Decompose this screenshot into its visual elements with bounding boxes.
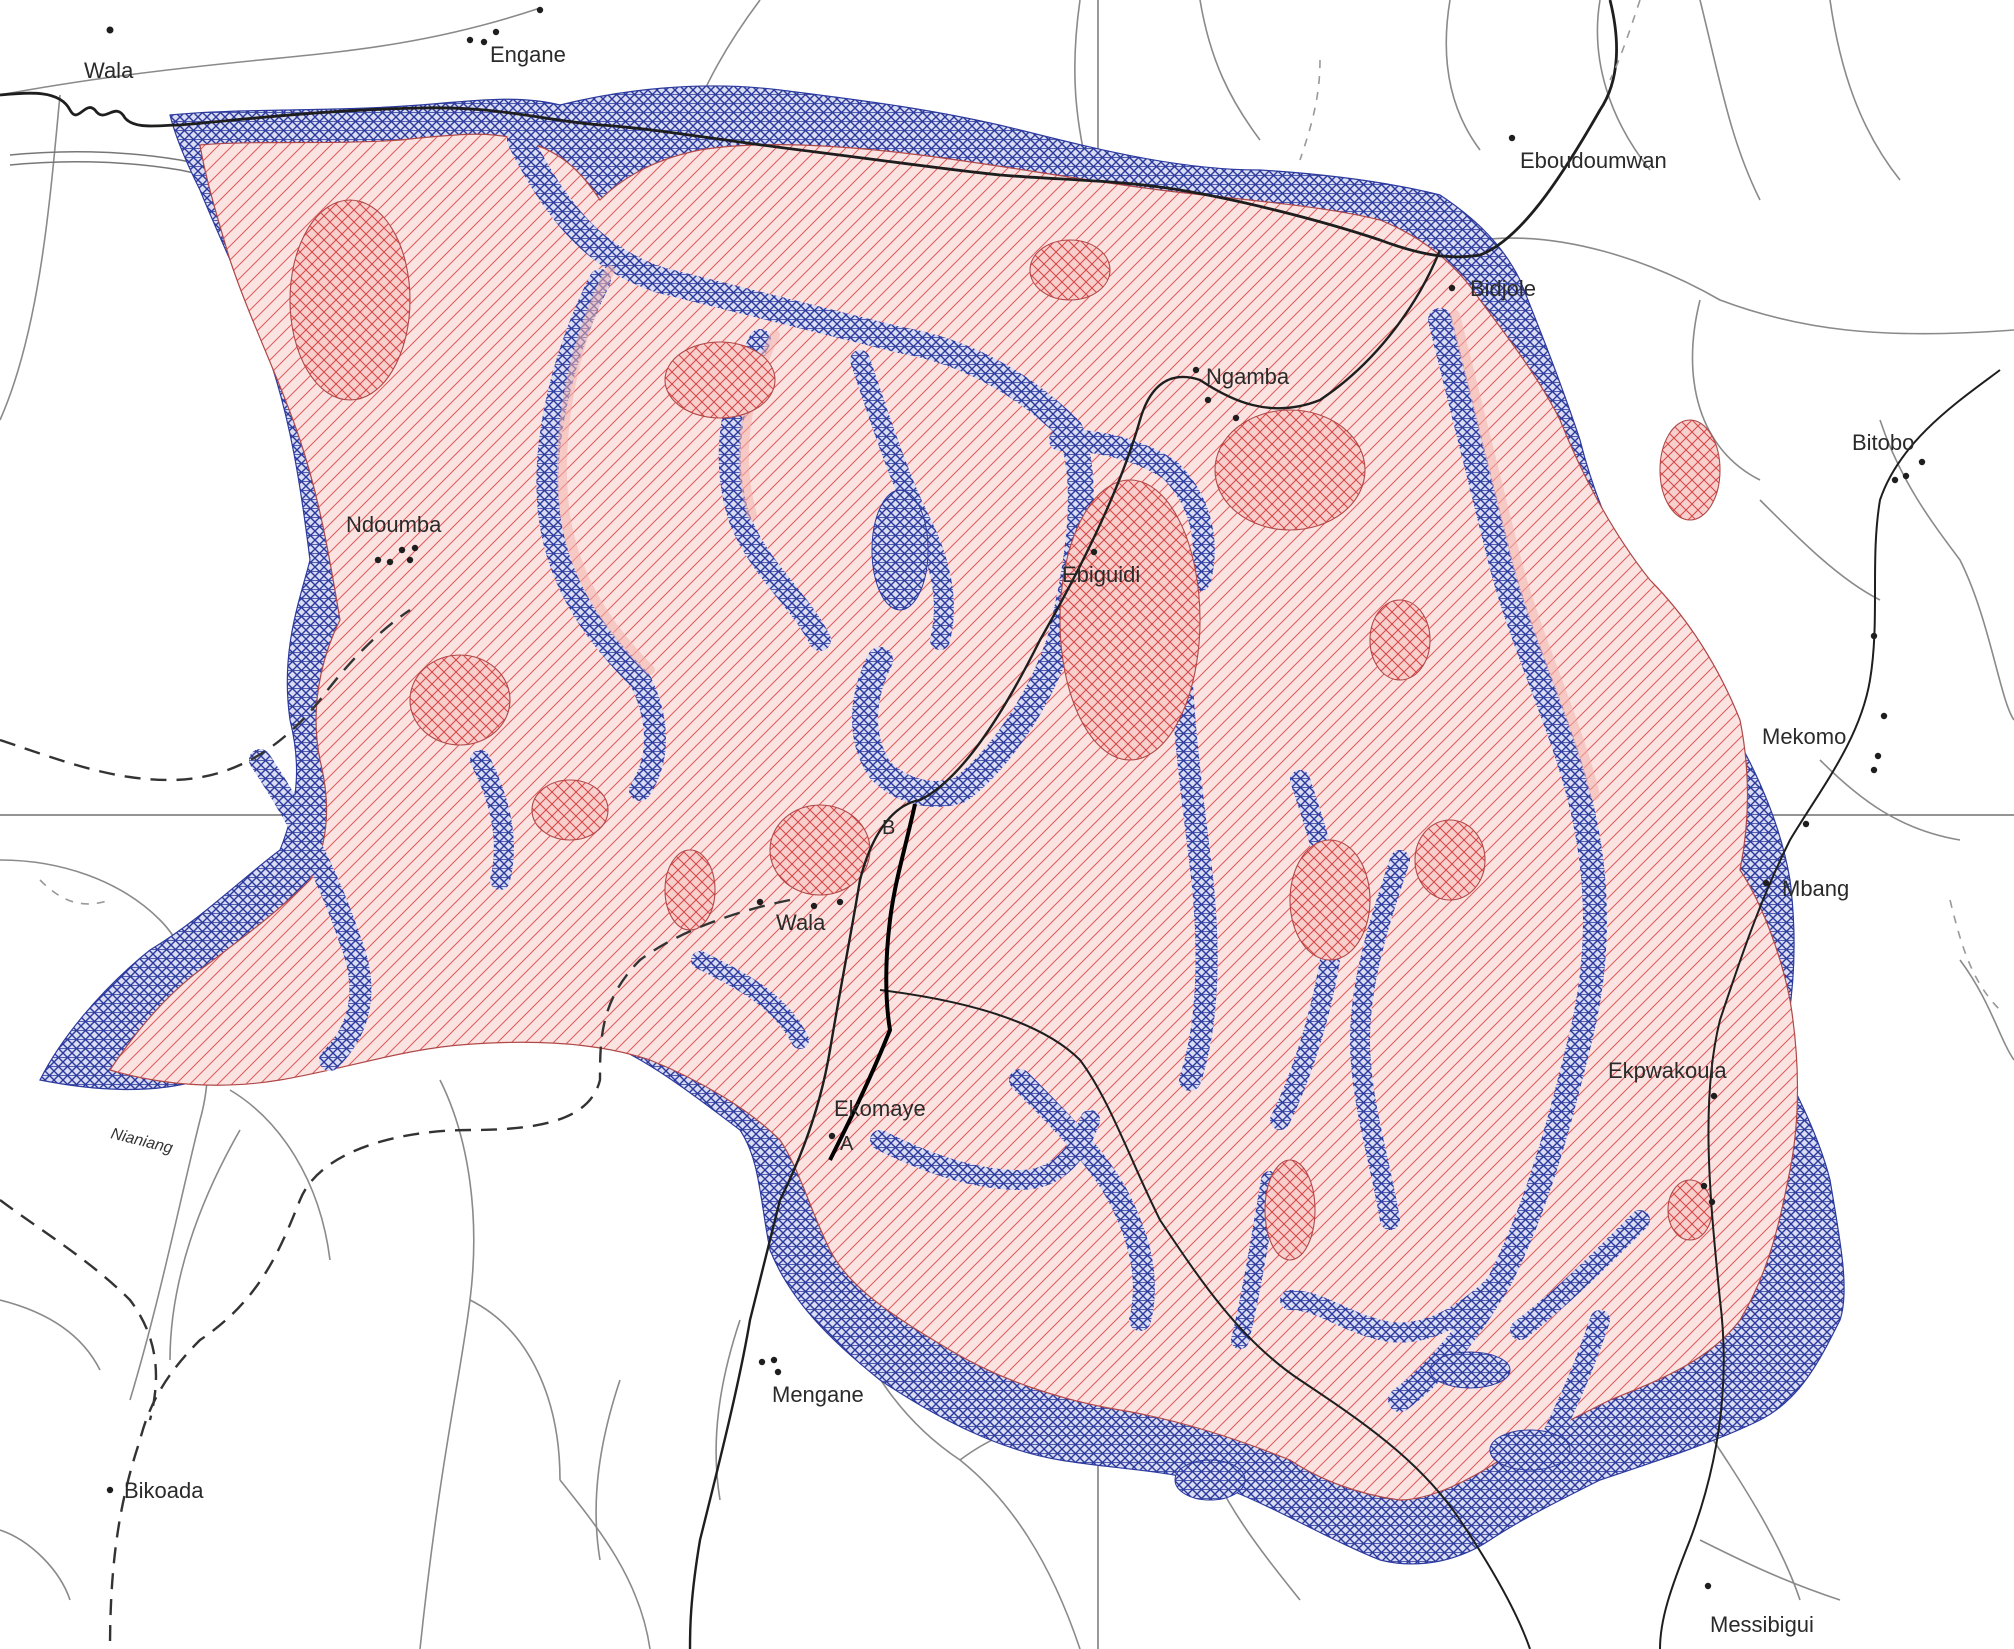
place-label-mbang: Mbang: [1782, 876, 1849, 901]
place-label-eboudoumwan: Eboudoumwan: [1520, 148, 1667, 173]
northern-river: [0, 0, 1618, 259]
place-label-mengane: Mengane: [772, 1382, 864, 1407]
place-label-ngamba: Ngamba: [1206, 364, 1290, 389]
eastern-road: [1659, 369, 2001, 1649]
place-label-bikoada: Bikoada: [124, 1478, 204, 1503]
place-label-wala-center: Wala: [776, 910, 826, 935]
secondary-road: [879, 989, 1531, 1649]
place-label-wala-north: Wala: [84, 58, 134, 83]
dotted-streams: [39, 0, 2001, 1011]
place-label-engane: Engane: [490, 42, 566, 67]
place-label-mekomo: Mekomo: [1762, 724, 1846, 749]
place-label-ebiguidi: Ebiguidi: [1062, 562, 1140, 587]
valley-margins: [557, 265, 1600, 800]
small-depressions: [871, 489, 1571, 1501]
place-label-ndoumba: Ndoumba: [346, 512, 442, 537]
place-label-bidjole: Bidjole: [1470, 276, 1536, 301]
dashed-tracks: [0, 609, 791, 1649]
section-point-b: B: [882, 817, 895, 839]
section-point-a: A: [840, 1133, 854, 1155]
place-label-bitobo: Bitobo: [1852, 430, 1914, 455]
place-label-ekomaye: Ekomaye: [834, 1096, 926, 1121]
place-label-messibigui: Messibigui: [1710, 1612, 1814, 1637]
main-road: [688, 249, 1442, 1649]
settlement-dots: [106, 6, 1926, 1590]
place-label-ekpwakoula: Ekpwakoula: [1608, 1058, 1727, 1083]
section-line-a-b: [828, 803, 917, 1161]
